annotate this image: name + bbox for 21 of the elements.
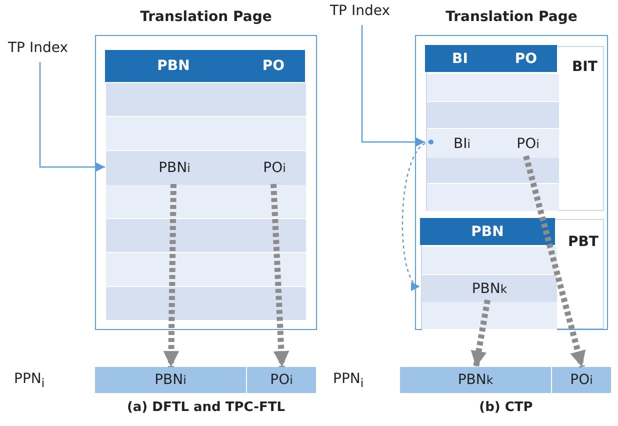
column-header: PBN <box>420 218 555 245</box>
index-label: TP Index <box>330 3 400 23</box>
dotted-arrow <box>163 184 180 368</box>
figure-caption: (b) CTP <box>478 400 534 417</box>
table-name: BIT <box>572 59 598 75</box>
table-name: PBT <box>568 234 598 250</box>
dotted-arrow <box>523 155 586 368</box>
panel-heading: Translation Page <box>444 9 578 25</box>
column-header: PBN <box>105 50 242 82</box>
dotted-arrow <box>270 184 290 368</box>
figure-caption: (a) DFTL and TPC-FTL <box>126 400 286 417</box>
row-label: PPN$_{i}$ <box>14 371 46 391</box>
index-label: TP Index <box>8 40 78 60</box>
arrow <box>361 25 425 146</box>
dotted-arrow <box>470 300 490 368</box>
panel-heading: Translation Page <box>139 9 273 25</box>
arrow <box>39 62 105 172</box>
column-header: BI <box>425 45 495 72</box>
row-label: PPN$_{i}$ <box>333 371 365 391</box>
column-header: PO <box>495 45 557 72</box>
column-header: PO <box>242 50 305 82</box>
